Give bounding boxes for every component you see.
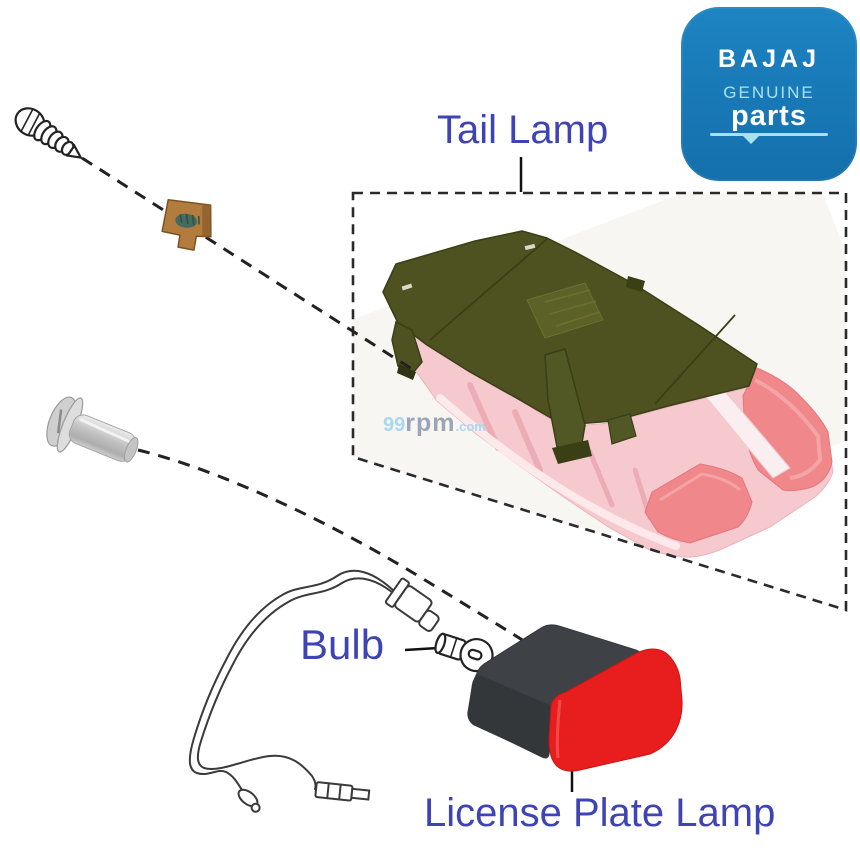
bulb-pointer: [404, 646, 439, 652]
badge-parts-text: parts: [731, 100, 807, 132]
mounting-screw-icon: [14, 107, 83, 159]
badge-genuine-text: GENUINE: [723, 83, 815, 102]
badge-brand-text: BAJAJ: [718, 45, 820, 73]
badge-arrow-icon: [742, 135, 760, 144]
wiring-harness-illustration: [188, 569, 440, 813]
license-plate-lamp-label: License Plate Lamp: [424, 791, 776, 835]
tail-lamp-assembly-illustration: [382, 230, 834, 558]
watermark: 99rpm.com: [383, 409, 486, 438]
bajaj-genuine-parts-badge: BAJAJ GENUINE parts: [681, 7, 857, 181]
watermark-part3: .com: [455, 419, 486, 434]
bolt-leader-line: [137, 448, 525, 643]
flange-bolt-icon: [46, 396, 139, 463]
watermark-part1: 99: [383, 414, 406, 436]
badge-underline: [710, 133, 828, 144]
screw-leader-line: [81, 156, 416, 373]
license-plate-lamp-illustration: [467, 624, 683, 772]
bulb-label: Bulb: [300, 621, 385, 668]
retainer-clip-icon: [161, 198, 212, 251]
watermark-part2: rpm: [405, 409, 456, 437]
tail-lamp-label: Tail Lamp: [437, 108, 609, 152]
tail-lamp-boundary-box: [351, 191, 848, 612]
